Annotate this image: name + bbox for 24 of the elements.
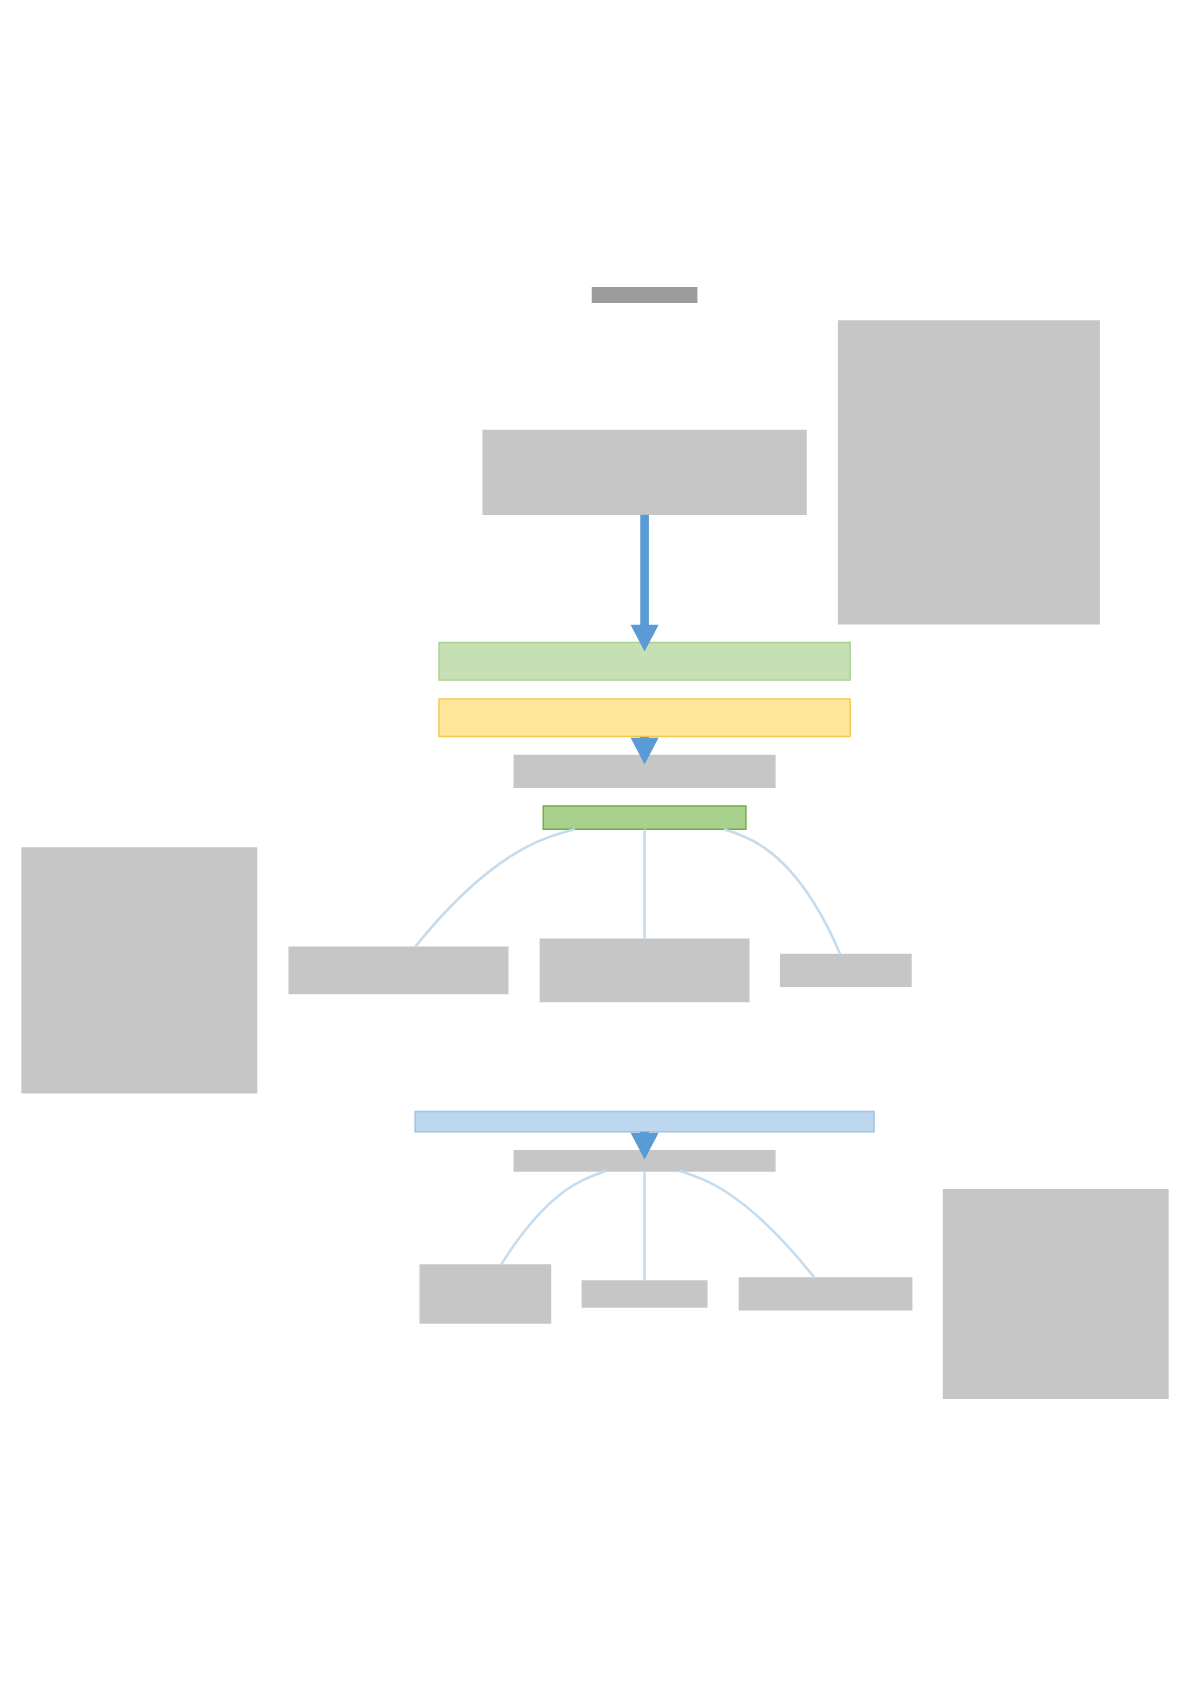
- node-box: [419, 1263, 552, 1323]
- node-box: [482, 428, 807, 515]
- node-box: [288, 945, 509, 994]
- node-box: [738, 1276, 913, 1310]
- node-box: [542, 804, 747, 829]
- connector: [679, 1168, 816, 1278]
- connector: [643, 1170, 646, 1280]
- node-box: [21, 846, 258, 1093]
- node-box: [438, 640, 851, 680]
- connector: [723, 827, 842, 954]
- node-box: [414, 1109, 875, 1132]
- connector: [643, 828, 646, 938]
- connector: [414, 827, 576, 947]
- node-box: [513, 753, 776, 787]
- node-box: [837, 319, 1100, 624]
- node-box: [539, 937, 750, 1002]
- node-box: [581, 1279, 708, 1307]
- node-box: [779, 952, 912, 987]
- connector: [499, 1168, 607, 1265]
- arrow: [630, 513, 659, 651]
- node-box: [591, 286, 698, 302]
- node-box: [942, 1188, 1169, 1398]
- node-box: [513, 1148, 776, 1171]
- node-box: [438, 697, 851, 737]
